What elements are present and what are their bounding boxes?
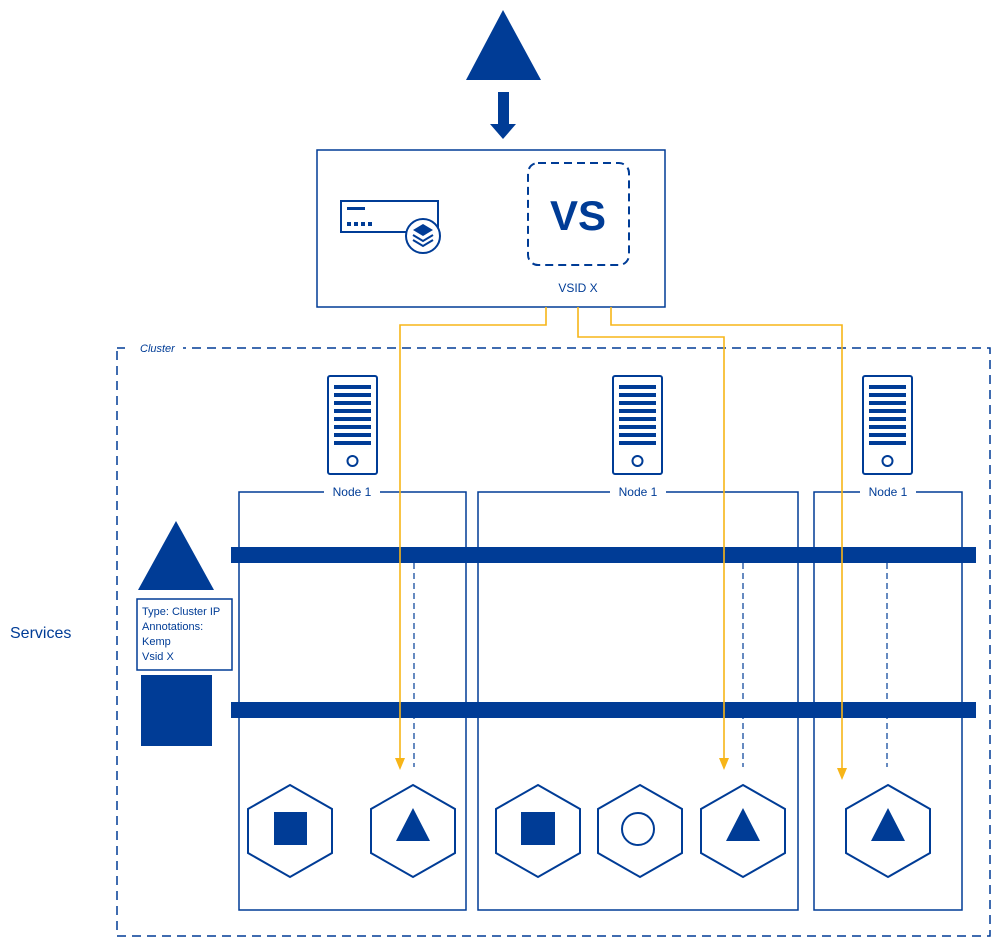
service-annotation-box [136, 598, 233, 671]
down-arrow-icon [490, 92, 516, 139]
service-square-icon [141, 675, 212, 746]
traffic-flow [399, 307, 843, 770]
node-label: Node 1 [869, 485, 908, 499]
pod-square [247, 783, 333, 879]
external-triangle-icon [466, 10, 541, 80]
node-label: Node 1 [619, 485, 658, 499]
services-label: Services [10, 625, 71, 642]
pod-circle [597, 783, 683, 879]
load-balancer-appliance-icon [340, 200, 441, 254]
traffic-arrowheads [395, 758, 847, 780]
vs-badge-text: VS [550, 192, 606, 239]
cluster-label: Cluster [140, 343, 176, 355]
pod-triangle [370, 783, 456, 879]
pod-triangle [700, 783, 786, 879]
service-annotation-line: Kemp [142, 636, 171, 648]
server-icon [327, 375, 378, 475]
vs-badge [527, 162, 630, 266]
vsid-label: VSID X [558, 281, 597, 295]
cluster-boundary [116, 347, 991, 937]
service-annotation-line: Annotations: [142, 621, 203, 633]
node-label: Node 1 [333, 485, 372, 499]
server-icon [612, 375, 663, 475]
load-balancer-box [316, 149, 666, 308]
service-bar [231, 547, 976, 563]
server-icon [862, 375, 913, 475]
service-triangle-icon [138, 521, 214, 590]
service-bar [231, 702, 976, 718]
service-annotation-line: Vsid X [142, 651, 174, 663]
pod-triangle [845, 783, 931, 879]
service-annotation-line: Type: Cluster IP [142, 606, 220, 618]
pod-square [495, 783, 581, 879]
